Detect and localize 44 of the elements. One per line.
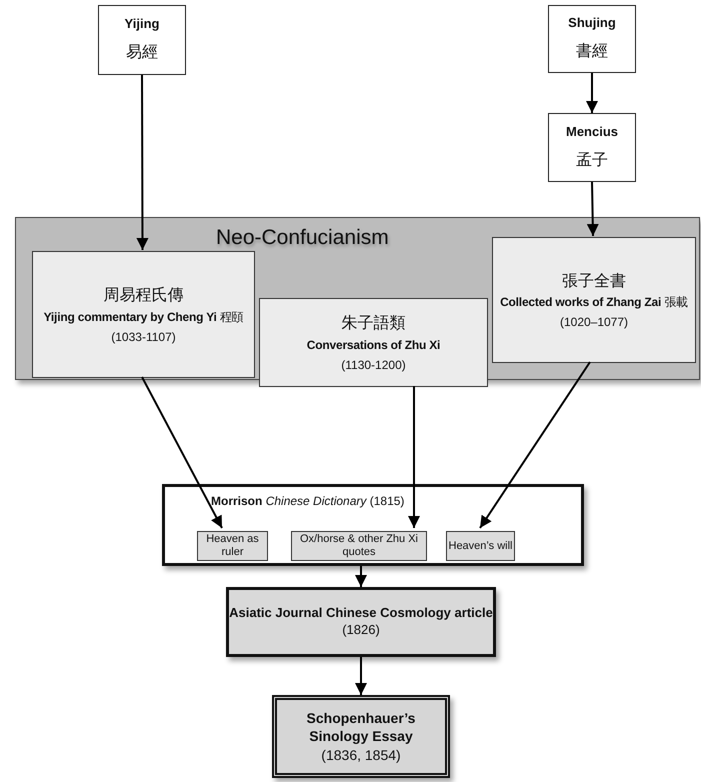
entry-text: Heaven as ruler bbox=[205, 533, 260, 559]
arrow bbox=[408, 386, 420, 528]
title-text: Conversations of Zhu Xi bbox=[306, 336, 442, 354]
title-text: 周易程氏傳 bbox=[104, 284, 184, 306]
arrow bbox=[136, 75, 148, 250]
title-text: Asiatic Journal Chinese Cosmology article bbox=[229, 605, 493, 622]
work-box bbox=[32, 251, 255, 378]
arrow bbox=[141, 376, 223, 528]
essay-box bbox=[272, 695, 450, 778]
title-text: Morrison Chinese Dictionary (1815) bbox=[211, 493, 404, 510]
title-text: 書經 bbox=[576, 40, 608, 62]
entry-box bbox=[291, 531, 427, 561]
entry-box bbox=[446, 531, 515, 561]
work-box bbox=[492, 237, 696, 363]
entry-text: Heaven’s will bbox=[448, 540, 512, 552]
work-box bbox=[259, 298, 488, 387]
title-text: Schopenhauer’s Sinology Essay bbox=[306, 709, 416, 746]
title-text: Collected works of Zhang Zai 張載 bbox=[499, 294, 689, 312]
arrow bbox=[586, 182, 599, 236]
dictionary-box bbox=[162, 484, 584, 566]
date-text: (1836, 1854) bbox=[321, 746, 401, 764]
source-box bbox=[98, 5, 186, 75]
arrow bbox=[586, 73, 598, 113]
title-text: Yijing commentary by Cheng Yi 程頤 bbox=[42, 308, 244, 326]
title-text: Shujing bbox=[568, 14, 616, 32]
entry-box bbox=[197, 531, 268, 561]
source-box bbox=[548, 113, 636, 182]
arrow bbox=[355, 657, 367, 695]
title-text: Mencius bbox=[566, 122, 618, 141]
date-text: (1033-1107) bbox=[110, 328, 177, 345]
date-text: (1826) bbox=[342, 622, 380, 639]
date-text: (1020–1077) bbox=[558, 314, 630, 330]
entry-text: Ox/horse & other Zhu Xi quotes bbox=[299, 533, 419, 559]
date-text: (1130-1200) bbox=[340, 356, 407, 373]
title-text: 張子全書 bbox=[562, 270, 626, 292]
source-box bbox=[548, 5, 636, 73]
arrow bbox=[355, 566, 367, 587]
group-title: Neo-Confucianism bbox=[216, 225, 389, 251]
title-text: 朱子語類 bbox=[342, 312, 406, 334]
arrow bbox=[479, 361, 591, 529]
title-text: 易經 bbox=[126, 41, 158, 64]
title-text: Yijing bbox=[124, 15, 160, 34]
title-text: 孟子 bbox=[576, 148, 608, 171]
article-box bbox=[226, 587, 496, 657]
